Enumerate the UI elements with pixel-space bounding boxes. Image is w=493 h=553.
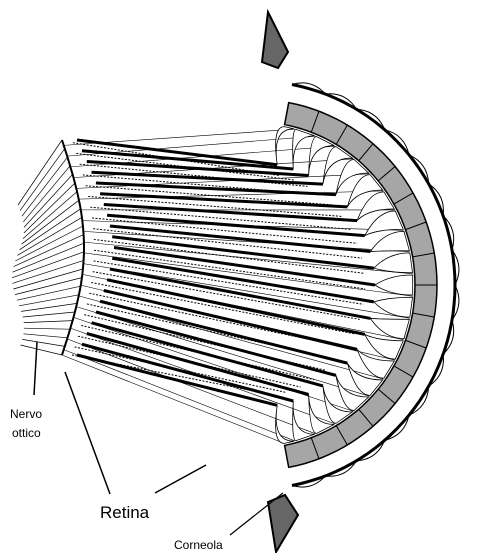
ommatidium-wall	[64, 350, 295, 441]
nerve-fiber	[23, 312, 75, 317]
crystalline-cone	[370, 231, 409, 251]
nerve-label-line2: ottico	[12, 426, 41, 440]
nerve-fiber	[21, 303, 77, 311]
ommatidium-wall	[84, 242, 413, 274]
optic-nerve-fibers	[12, 140, 84, 355]
ommatidium-wall	[64, 129, 295, 145]
cornea-label: Corneola	[174, 538, 223, 552]
crystalline-cone	[276, 127, 294, 165]
nerve-fiber	[24, 321, 73, 323]
nerve-fiber	[20, 345, 62, 355]
nerve-fiber	[12, 252, 84, 278]
crystalline-cone	[370, 318, 409, 338]
nerve-fiber	[15, 278, 82, 295]
pigment-cells	[93, 272, 360, 320]
retina-leader-line-2	[155, 465, 206, 493]
nerve-fiber	[17, 286, 81, 300]
cuticle-spikes	[262, 12, 298, 552]
crystalline-cone	[374, 297, 413, 317]
retina-leader-line-1	[65, 372, 110, 494]
nerve-fiber	[17, 217, 81, 255]
top-spike	[262, 12, 288, 68]
bottom-spike	[268, 495, 298, 552]
retina-label: Retina	[100, 503, 150, 522]
nerve-fiber	[23, 334, 67, 338]
rhabdom	[77, 355, 277, 405]
rhabdom	[110, 226, 371, 252]
nerve-fiber	[22, 339, 65, 346]
crystalline-cone	[374, 253, 413, 273]
nerve-fiber	[24, 328, 70, 329]
nerve-fiber	[14, 235, 84, 267]
nerve-fiber	[20, 149, 65, 211]
nerve-leader-line	[34, 342, 37, 395]
nerve-label-line1: Nervo	[10, 407, 42, 421]
